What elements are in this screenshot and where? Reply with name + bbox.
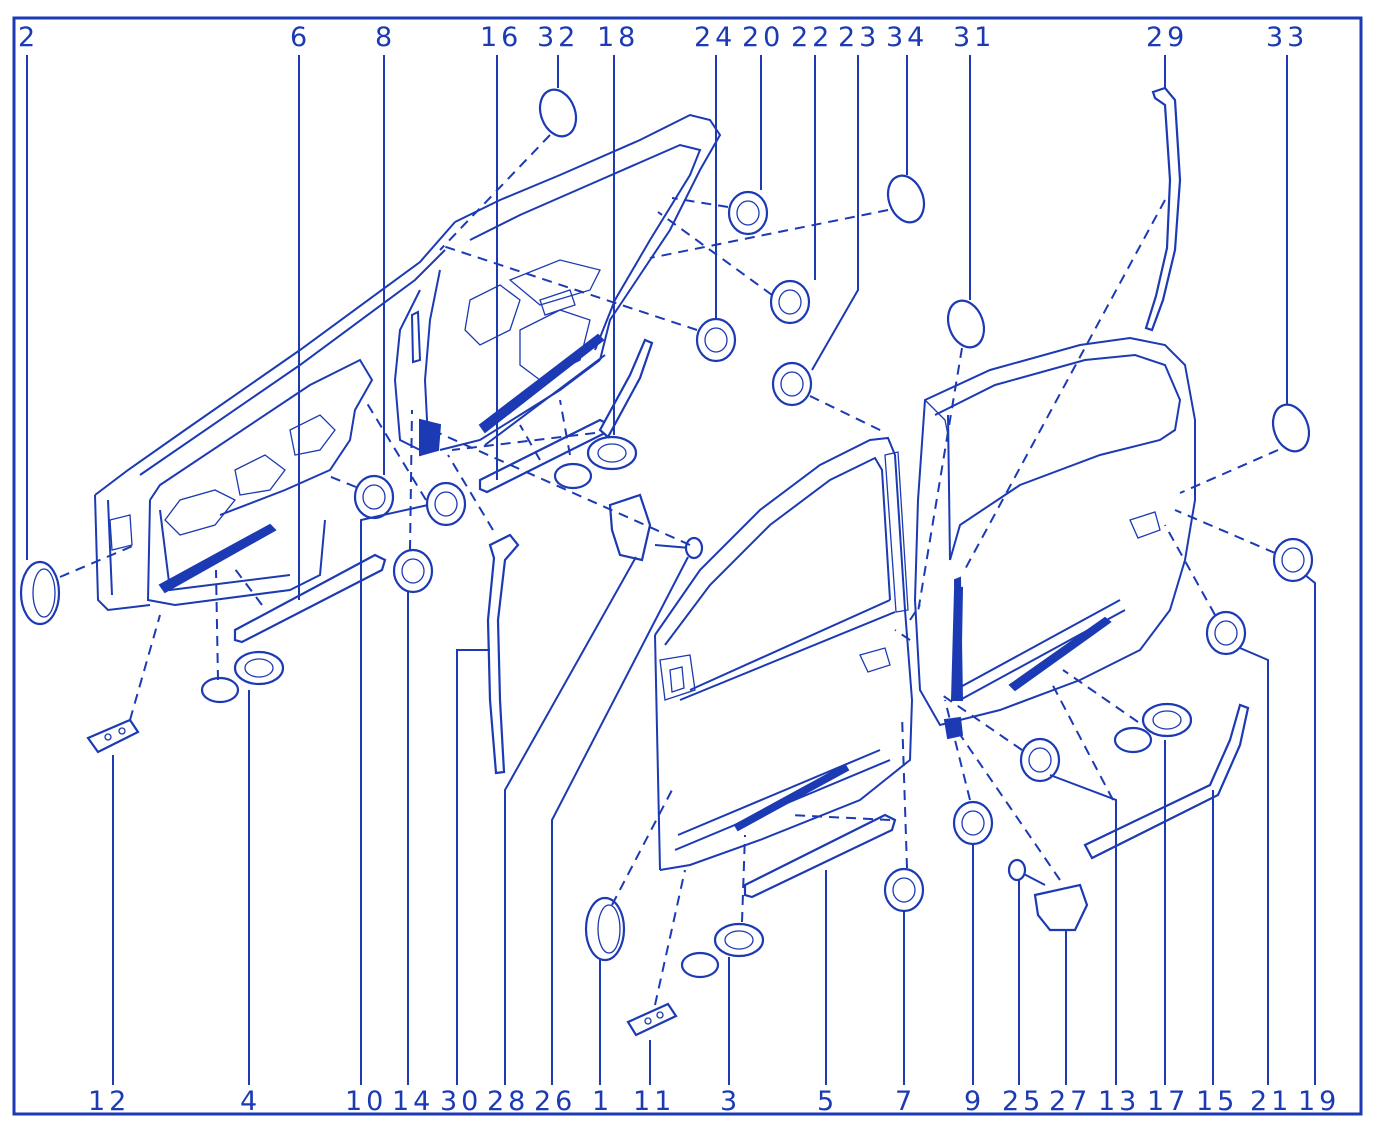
grommet-part-13 xyxy=(1019,737,1061,783)
callout-5: 5 xyxy=(817,1086,838,1117)
bracket-part-27 xyxy=(1033,883,1089,932)
assembly-dashed-lines xyxy=(59,134,1279,1006)
clip-part-12 xyxy=(86,718,140,754)
callout-25: 25 xyxy=(1002,1086,1044,1117)
grommet-part-8 xyxy=(353,474,395,520)
callout-4: 4 xyxy=(240,1086,261,1117)
callout-27: 27 xyxy=(1049,1086,1091,1117)
front-door-illustration xyxy=(654,436,914,871)
vertical-seal-part-29 xyxy=(1144,86,1182,332)
seal-strip-part-rear-body xyxy=(598,338,654,439)
bottom-callouts: 12 4 10 14 30 28 26 1 11 3 5 7 9 25 27 1… xyxy=(88,1086,1340,1117)
vertical-seal-part-30 xyxy=(486,533,520,775)
callout-8: 8 xyxy=(375,22,396,53)
grommet-part-10 xyxy=(425,481,467,527)
screw-part-25 xyxy=(1007,858,1046,886)
callout-14: 14 xyxy=(392,1086,434,1117)
sill-moulding-part-6 xyxy=(233,553,387,644)
callout-33: 33 xyxy=(1266,22,1308,53)
grommet-part-22 xyxy=(769,279,811,325)
bracket-part-26 xyxy=(608,493,652,562)
callout-16: 16 xyxy=(480,22,522,53)
pad-part-33 xyxy=(1271,403,1311,453)
plug-part-1 xyxy=(584,896,626,962)
body-shell-illustration xyxy=(94,113,722,612)
callout-6: 6 xyxy=(290,22,311,53)
callout-10: 10 xyxy=(345,1086,387,1117)
callout-15: 15 xyxy=(1196,1086,1238,1117)
grommet-part-14 xyxy=(392,548,434,594)
callout-9: 9 xyxy=(964,1086,985,1117)
callout-26: 26 xyxy=(534,1086,576,1117)
pad-part-31-top xyxy=(946,299,986,349)
callout-22: 22 xyxy=(791,22,833,53)
leader-lines xyxy=(26,55,1316,1085)
callout-21: 21 xyxy=(1250,1086,1292,1117)
callout-23: 23 xyxy=(838,22,880,53)
sill-moulding-part-15 xyxy=(1083,703,1250,860)
grommet-part-24 xyxy=(695,317,737,363)
pad-part-34 xyxy=(886,174,926,224)
diagram-frame xyxy=(12,16,1363,1116)
top-callouts: 2 6 8 16 32 18 24 20 22 23 34 31 29 33 xyxy=(18,22,1308,53)
double-grommet-part-18 xyxy=(553,435,638,490)
callout-11: 11 xyxy=(633,1086,675,1117)
callout-2: 2 xyxy=(18,22,39,53)
grommet-part-7 xyxy=(883,867,925,913)
callout-12: 12 xyxy=(88,1086,130,1117)
pad-part-32 xyxy=(538,88,578,138)
callout-28: 28 xyxy=(487,1086,529,1117)
double-grommet-part-3 xyxy=(680,922,765,979)
loose-parts xyxy=(19,86,1314,1037)
plug-part-2 xyxy=(19,560,61,626)
clip-part-11 xyxy=(626,1002,678,1037)
callout-20: 20 xyxy=(742,22,784,53)
grommet-part-19 xyxy=(1272,537,1314,583)
double-grommet-part-17 xyxy=(1113,702,1193,754)
callout-34: 34 xyxy=(886,22,928,53)
callout-3: 3 xyxy=(720,1086,741,1117)
callout-30: 30 xyxy=(440,1086,482,1117)
grommet-part-20 xyxy=(727,190,769,236)
sill-moulding-part-5 xyxy=(743,813,897,899)
grommet-part-23 xyxy=(771,361,813,407)
callout-18: 18 xyxy=(597,22,639,53)
double-grommet-part-4 xyxy=(200,650,285,704)
screw-part-28 xyxy=(654,536,704,560)
grommet-part-9 xyxy=(952,800,994,846)
callout-32: 32 xyxy=(537,22,579,53)
grommet-part-21 xyxy=(1205,610,1247,656)
callout-17: 17 xyxy=(1147,1086,1189,1117)
callout-29: 29 xyxy=(1146,22,1188,53)
rod-part-31 xyxy=(953,576,964,701)
callout-31: 31 xyxy=(953,22,995,53)
callout-7: 7 xyxy=(895,1086,916,1117)
callout-19: 19 xyxy=(1298,1086,1340,1117)
callout-24: 24 xyxy=(694,22,736,53)
callout-13: 13 xyxy=(1098,1086,1140,1117)
callout-1: 1 xyxy=(592,1086,613,1117)
